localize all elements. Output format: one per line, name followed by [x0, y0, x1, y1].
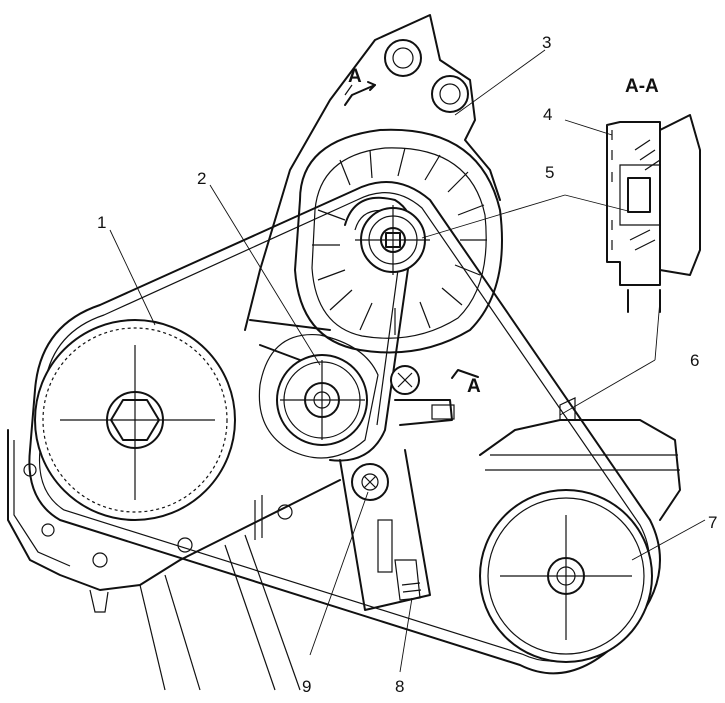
callout-4: 4	[543, 105, 552, 124]
pump-pulley	[479, 489, 653, 663]
adjuster-arm	[339, 365, 455, 611]
engine-block	[7, 429, 341, 691]
tensioner-pulley	[276, 354, 368, 446]
leader-lines	[109, 49, 706, 673]
detail-title: A-A	[625, 76, 659, 97]
callout-1: 1	[97, 213, 106, 232]
pump-reservoir	[479, 397, 681, 521]
section-mark-lower: A	[467, 376, 481, 397]
callout-8: 8	[395, 677, 404, 696]
alternator-housing	[249, 128, 503, 361]
callout-5: 5	[545, 163, 554, 182]
callout-7: 7	[708, 513, 717, 532]
callout-3: 3	[542, 33, 551, 52]
section-mark-upper: A	[348, 66, 362, 87]
alternator-pulley	[355, 205, 430, 275]
crankshaft-pulley	[34, 319, 236, 521]
section-detail	[606, 114, 701, 313]
callout-2: 2	[197, 169, 206, 188]
section-arrow-lower	[451, 369, 479, 379]
callout-6: 6	[690, 351, 699, 370]
alternator-fins	[312, 147, 487, 335]
alternator-bracket	[244, 14, 501, 331]
section-arrow-upper	[344, 81, 376, 106]
callout-9: 9	[302, 677, 311, 696]
